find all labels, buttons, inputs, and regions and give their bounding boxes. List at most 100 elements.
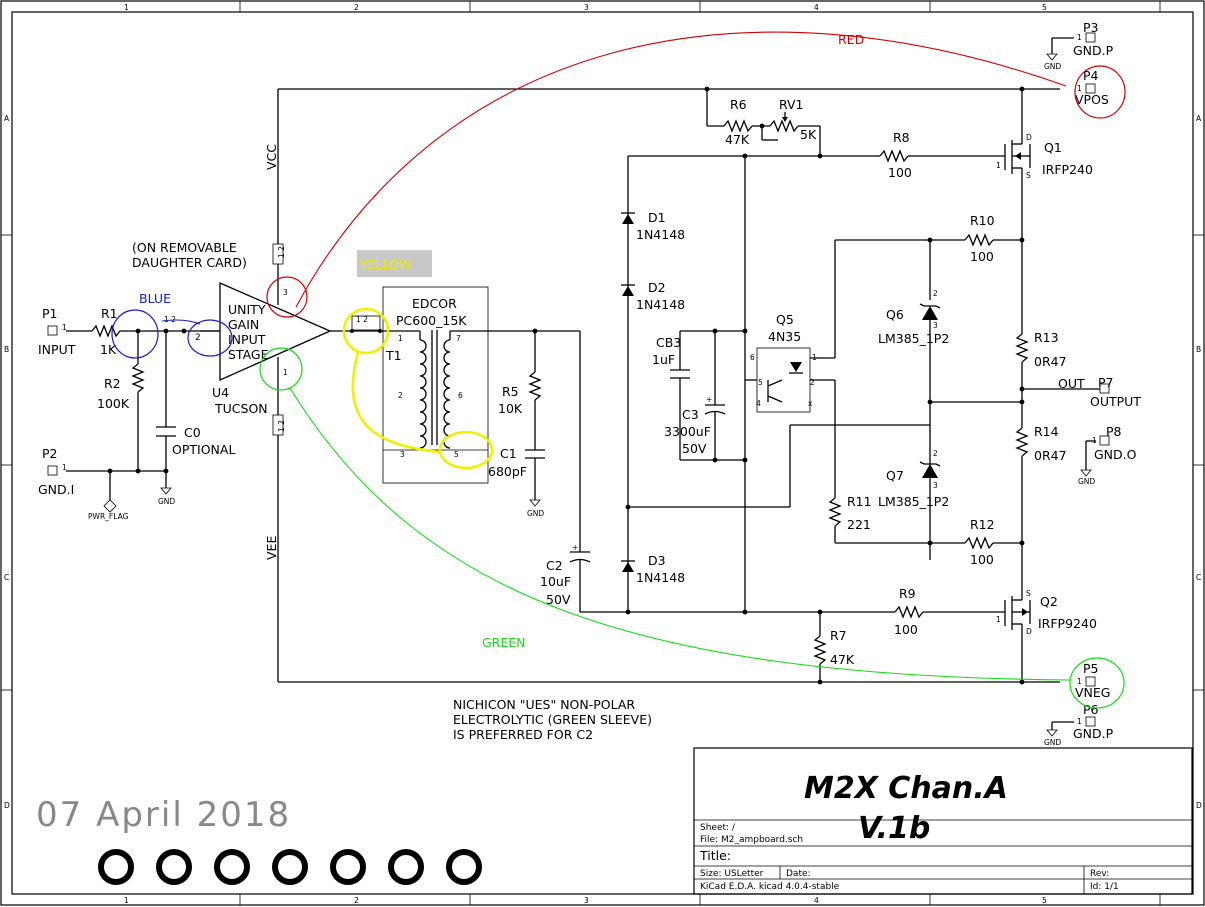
q6-zener <box>922 306 938 320</box>
p5-connector <box>1085 676 1096 687</box>
vee-net-label: VEE <box>264 536 279 560</box>
r9-value: 100 <box>894 622 918 637</box>
svg-text:S: S <box>1026 171 1031 180</box>
red-circle-u4 <box>266 276 308 318</box>
d2-diode <box>622 286 634 296</box>
mounting-hole <box>388 849 424 885</box>
q6-value: LM385_1P2 <box>878 331 949 346</box>
yellow-label-bg <box>357 250 432 277</box>
svg-text:7: 7 <box>456 334 461 343</box>
r1-ref: R1 <box>101 306 118 321</box>
yellow-label: YELLOW <box>359 257 411 272</box>
r5-resistor <box>528 371 542 401</box>
svg-text:1 2: 1 2 <box>164 315 176 324</box>
d1-diode <box>622 214 634 224</box>
r13-resistor <box>1015 333 1029 363</box>
q1-mosfet: D S 1 Q1 IRFP240 <box>996 89 1093 243</box>
r2-resistor <box>131 363 145 393</box>
r6-resistor <box>723 119 753 133</box>
r13-value: 0R47 <box>1034 354 1067 369</box>
r10-value: 100 <box>970 249 994 264</box>
svg-text:6: 6 <box>458 391 463 400</box>
title-block-title-label: Title: <box>699 848 731 863</box>
q1-ref: Q1 <box>1044 140 1062 155</box>
mounting-hole <box>272 849 308 885</box>
p8-value: GND.O <box>1094 447 1137 462</box>
r14-value: 0R47 <box>1034 448 1067 463</box>
col-label-3: 3 <box>584 3 589 12</box>
q5-value: 4N35 <box>768 329 801 344</box>
r12-ref: R12 <box>970 517 995 532</box>
title-block-date-label: Date: <box>786 869 811 879</box>
d1-value: 1N4148 <box>636 227 685 242</box>
r9-ref: R9 <box>899 586 916 601</box>
svg-text:D: D <box>1026 627 1032 636</box>
title-block-file: File: M2_ampboard.sch <box>700 835 803 845</box>
col-label-5: 5 <box>1042 3 1047 12</box>
green-circle-p5 <box>1069 657 1125 709</box>
mounting-hole <box>156 849 192 885</box>
r7-value: 47K <box>830 652 855 667</box>
c2-note-line3: IS PREFERRED FOR C2 <box>453 727 593 742</box>
svg-text:4: 4 <box>756 399 761 408</box>
svg-text:2: 2 <box>810 378 815 387</box>
p1-connector <box>47 325 58 336</box>
q2-ref: Q2 <box>1040 594 1058 609</box>
row-label-b: B <box>4 345 9 354</box>
q2-value: IRFP9240 <box>1038 616 1097 631</box>
svg-text:S: S <box>1026 589 1031 598</box>
row-label-d: D <box>4 801 10 810</box>
p7-value: OUTPUT <box>1090 394 1141 409</box>
c3-value: 3300uF <box>664 424 711 439</box>
annotation-overlays: RED BLUE YELLOW GREEN <box>111 31 1126 709</box>
svg-text:5: 5 <box>758 378 763 387</box>
q1-value: IRFP240 <box>1042 162 1093 177</box>
title-block-tool: KiCad E.D.A. kicad 4.0.4-stable <box>700 882 840 892</box>
blue-label: BLUE <box>139 291 171 306</box>
u4-opamp: 2 UNITY GAIN INPUT STAGE U4 TUCSON 3 1 1… <box>132 89 350 682</box>
u4-ref: U4 <box>212 385 229 400</box>
c0-value: OPTIONAL <box>172 442 235 457</box>
p4-value: VPOS <box>1075 92 1109 107</box>
p7-connector <box>1099 383 1110 394</box>
c3-ref: C3 <box>682 407 699 422</box>
svg-text:3: 3 <box>283 288 288 297</box>
r14-resistor <box>1015 427 1029 457</box>
svg-text:1: 1 <box>283 368 288 377</box>
q6-ref: Q6 <box>886 307 904 322</box>
svg-text:1: 1 <box>1077 677 1082 686</box>
row-label-a: A <box>4 114 10 123</box>
mounting-hole <box>98 849 134 885</box>
r13-ref: R13 <box>1034 330 1059 345</box>
title-block-size: Size: USLetter <box>700 869 764 879</box>
c2-value: 10uF <box>540 574 571 589</box>
t1-ref: T1 <box>385 348 402 363</box>
d3-ref: D3 <box>648 553 666 568</box>
r11-ref: R11 <box>847 494 872 509</box>
q5-ref: Q5 <box>776 312 794 327</box>
c2-capacitor: + C2 10uF 50V <box>540 331 895 615</box>
c0-gnd: GND <box>158 497 175 506</box>
r11-resistor-group: R11 221 <box>828 494 965 544</box>
r14-ref: R14 <box>1034 424 1059 439</box>
c1-value: 680pF <box>488 464 527 479</box>
svg-text:1: 1 <box>996 615 1001 624</box>
cb3-value: 1uF <box>652 352 675 367</box>
p1-ref: P1 <box>42 306 58 321</box>
col-label-2: 2 <box>354 3 359 12</box>
q7-zener <box>922 464 938 478</box>
diode-string: D1 1N4148 D2 1N4148 D3 1N4148 <box>621 156 930 612</box>
svg-text:1 2: 1 2 <box>277 246 286 258</box>
r6-value: 47K <box>725 132 750 147</box>
row-label-a-right: A <box>1196 114 1202 123</box>
r8-resistor <box>879 149 909 163</box>
d2-value: 1N4148 <box>636 297 685 312</box>
u4-body-line4: STAGE <box>228 347 269 362</box>
pwr-flag-label: PWR_FLAG <box>88 512 129 521</box>
t1-transformer: EDCOR PC600_15K T1 1 2 1 7 2 6 3 5 <box>350 286 580 484</box>
col-label-4: 4 <box>814 3 819 12</box>
svg-text:2: 2 <box>398 391 403 400</box>
col-label-4-bottom: 4 <box>814 896 819 905</box>
rv1-value: 5K <box>800 127 817 142</box>
